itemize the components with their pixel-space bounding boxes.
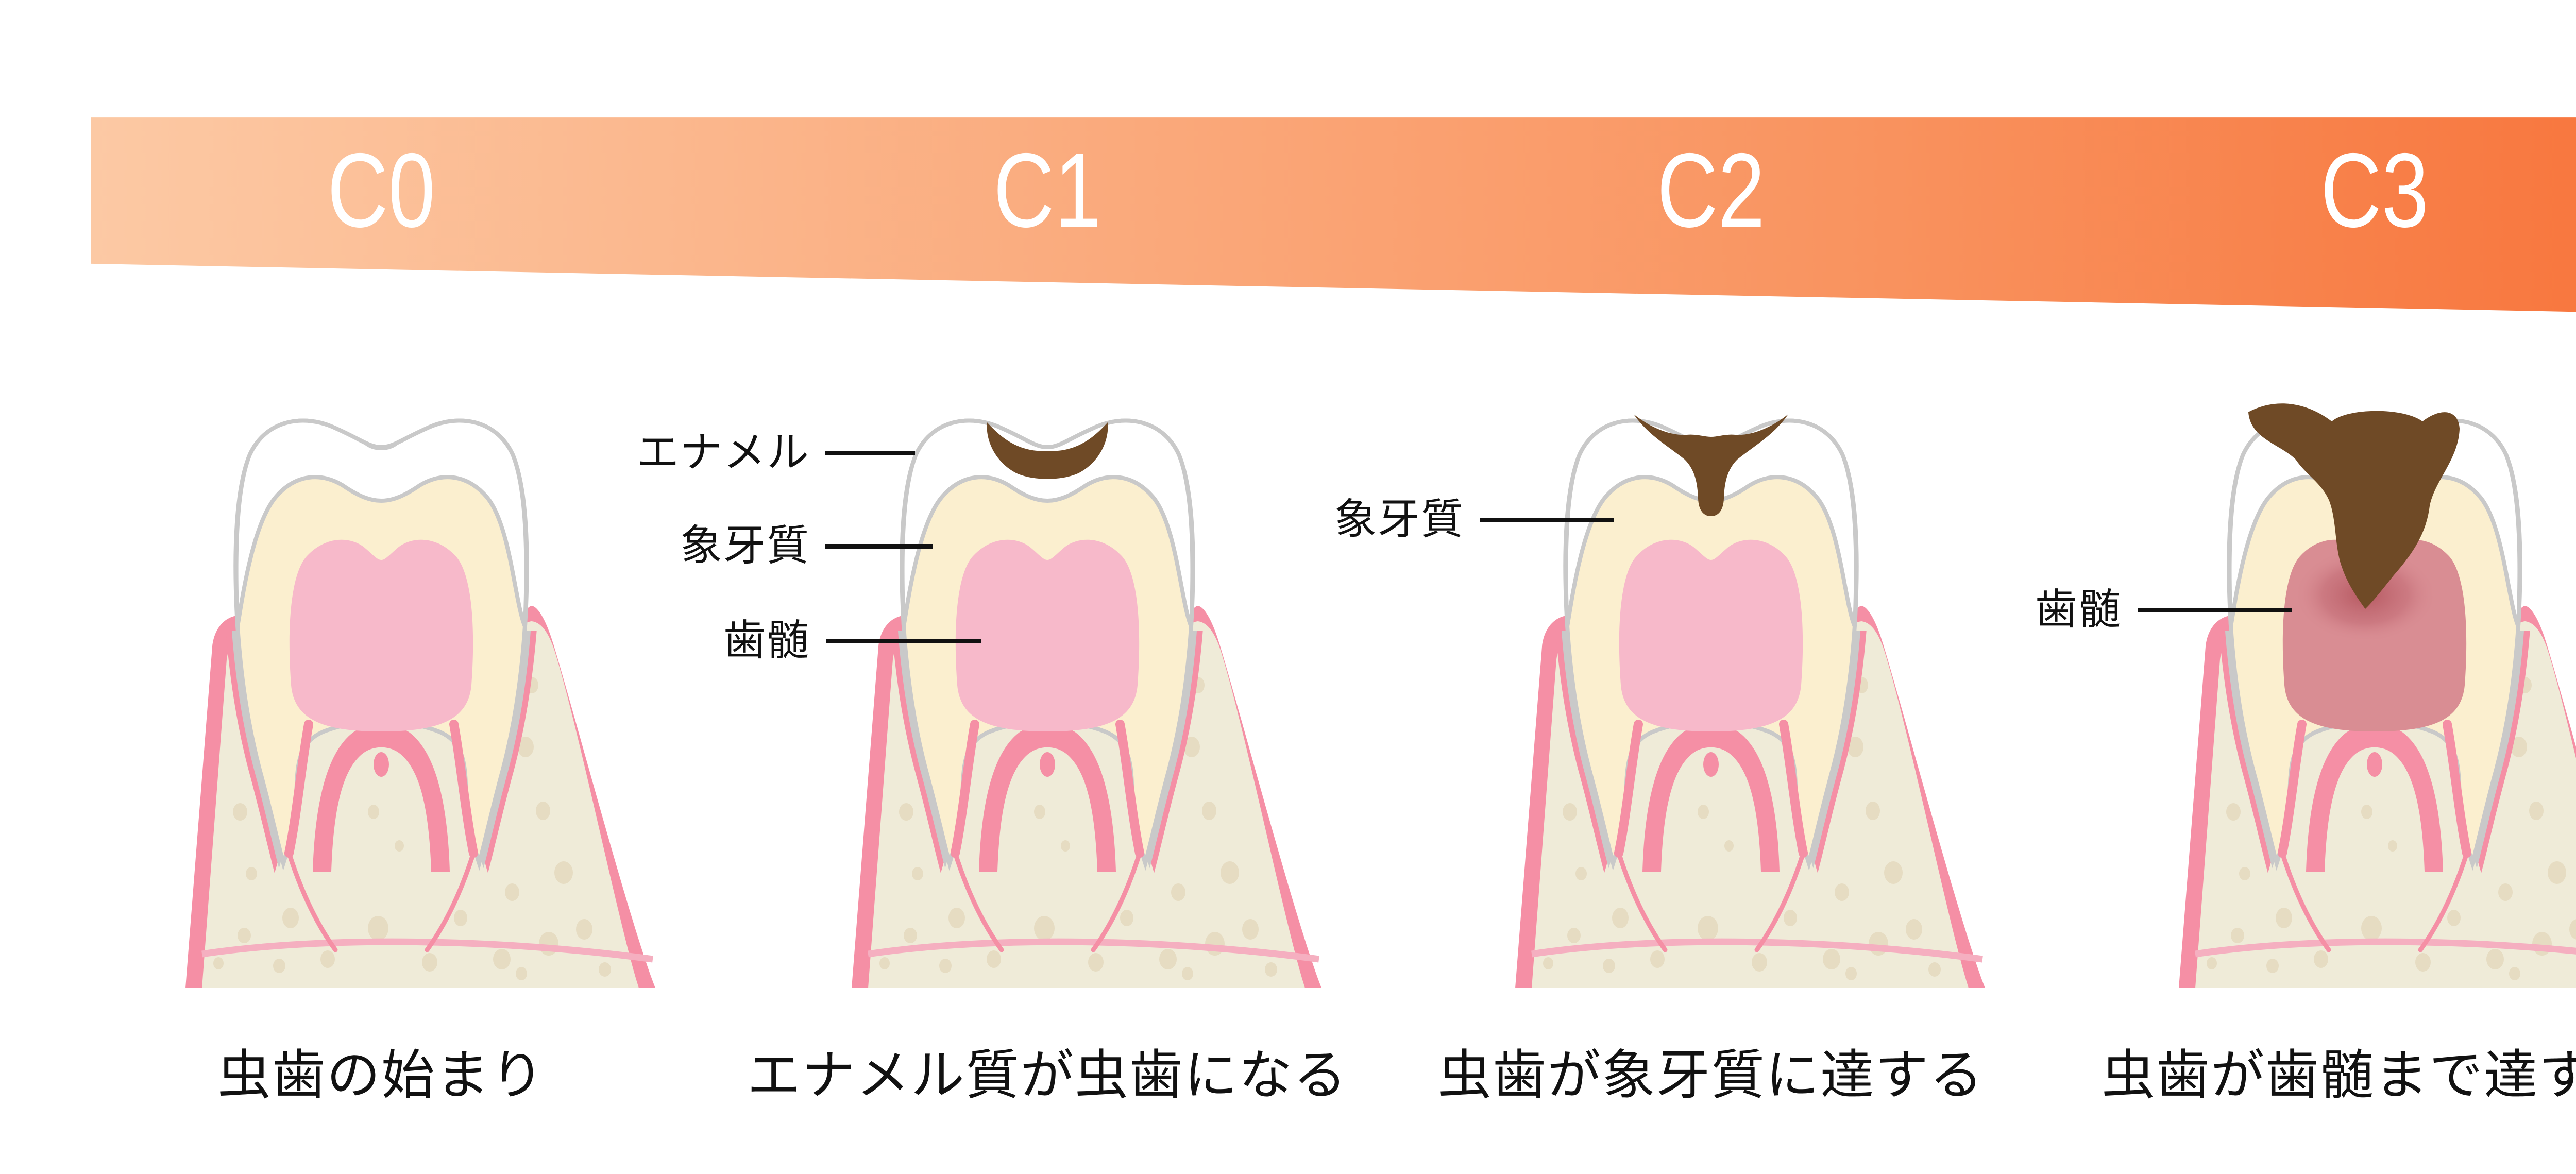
pulp	[955, 539, 1140, 731]
tooth-stage-c2	[1501, 397, 2006, 994]
label-enamel: エナメル	[636, 429, 810, 476]
caption-c2: 虫歯が象牙質に達する	[1437, 1046, 1984, 1105]
tooth-stage-c0	[171, 397, 676, 994]
label-pulp-c1: 歯髄	[723, 617, 810, 664]
tooth-svg-c1	[852, 397, 1342, 988]
leader-line-dentin-c1	[825, 544, 933, 549]
progression-arrow: C0 C1 C2 C3 C4	[91, 58, 2576, 324]
stage-label-c0: C0	[327, 131, 435, 249]
leader-line-enamel	[825, 451, 915, 455]
tooth-svg-c0	[185, 397, 676, 988]
pulp	[1619, 539, 1803, 731]
tooth-svg-c2	[1515, 414, 2006, 988]
stage-label-c2: C2	[1657, 131, 1765, 249]
leader-line-dentin-c2	[1480, 518, 1614, 522]
leader-line-pulp-c3	[2138, 608, 2292, 612]
caption-c3: 虫歯が歯髄まで達する	[2101, 1046, 2576, 1105]
pulp	[289, 539, 473, 731]
label-dentin-c2: 象牙質	[1334, 496, 1464, 543]
leader-line-pulp-c1	[826, 639, 981, 643]
stage-label-c3: C3	[2320, 131, 2429, 249]
label-pulp-c3: 歯髄	[2035, 586, 2122, 633]
tooth-stage-c1	[837, 397, 1342, 994]
tooth-svg-c3	[2179, 403, 2576, 988]
caption-c1: エナメル質が虫歯になる	[747, 1046, 1348, 1105]
label-pus-c4: 膿	[2560, 825, 2576, 882]
caption-c0: 虫歯の始まり	[217, 1046, 545, 1105]
stage-label-c1: C1	[993, 131, 1101, 249]
tooth-stage-c3	[2164, 397, 2576, 994]
label-dentin-c1: 象牙質	[680, 522, 810, 569]
